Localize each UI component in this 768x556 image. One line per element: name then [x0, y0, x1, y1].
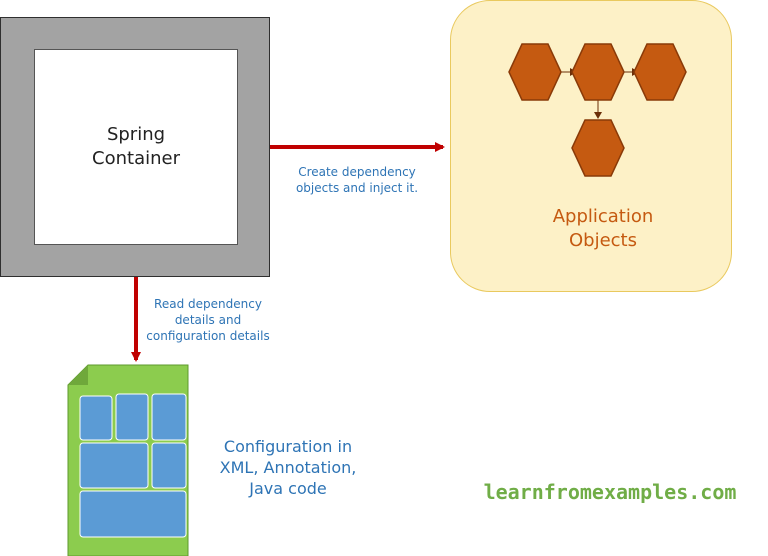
hexagon-object-1 — [508, 43, 562, 101]
config-cell — [79, 395, 113, 441]
read-config-label: Read dependency details and configuratio… — [146, 297, 270, 343]
spring-container-label: Spring Container — [92, 124, 180, 169]
hexagon-object-2 — [571, 43, 625, 101]
config-cell — [79, 490, 187, 538]
create-inject-label: Create dependency objects and inject it. — [295, 165, 419, 195]
config-cell — [79, 442, 149, 489]
watermark-text: learnfromexamples.com — [483, 480, 737, 504]
config-cell — [151, 442, 187, 489]
application-objects-label: Application Objects — [552, 206, 654, 251]
hexagon-object-3 — [633, 43, 687, 101]
document-folded-corner — [68, 365, 88, 385]
hexagon-object-4 — [571, 119, 625, 177]
spring-container-box — [34, 49, 238, 245]
configuration-label: Configuration in XML, Annotation, Java c… — [219, 437, 357, 498]
config-cell — [115, 393, 149, 441]
config-cell — [151, 393, 187, 441]
